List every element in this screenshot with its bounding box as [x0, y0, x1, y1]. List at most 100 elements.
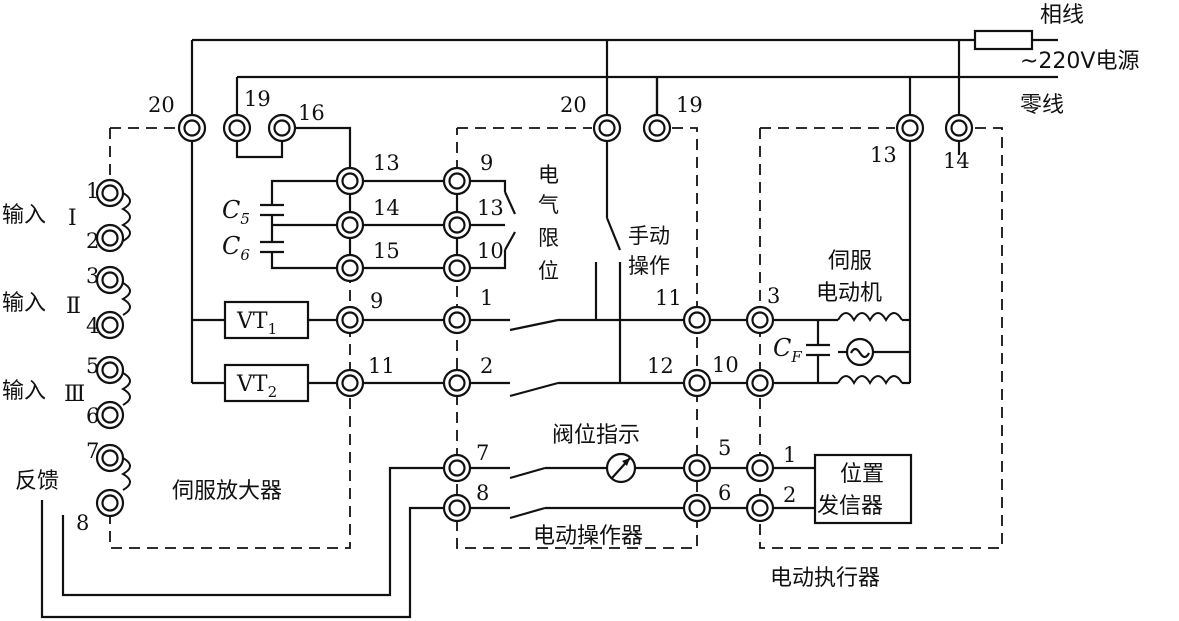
term-num-7: 7 — [86, 439, 99, 463]
terminal-op-8 — [442, 493, 472, 523]
feedback-wiring — [40, 466, 443, 619]
c6-label: C6 — [222, 232, 250, 264]
vt1-label: VT1 — [236, 309, 277, 338]
term-num-amp16: 16 — [298, 101, 325, 125]
position-transmitter-label-1: 位置 — [840, 462, 884, 487]
term-num-op12: 12 — [647, 354, 674, 378]
term-num-act2: 2 — [783, 483, 796, 507]
term-num-amp14: 14 — [373, 196, 400, 220]
terminal-op-20 — [592, 113, 622, 143]
term-num-op7: 7 — [476, 441, 489, 465]
terminal-group — [95, 113, 974, 523]
term-num-amp13: 13 — [373, 151, 400, 175]
term-num-op8: 8 — [476, 481, 489, 505]
input-coils — [120, 192, 131, 491]
term-num-amp19: 19 — [244, 87, 271, 111]
cf-label: CF — [773, 334, 802, 366]
vt2-label: VT2 — [236, 372, 277, 401]
valve-position-meter — [605, 452, 637, 484]
terminal-op-10 — [442, 253, 472, 283]
terminal-amp-20 — [177, 113, 207, 143]
term-num-2: 2 — [86, 229, 99, 253]
term-num-op10: 10 — [477, 239, 504, 263]
terminal-op-2 — [442, 368, 472, 398]
terminal-act-3 — [745, 305, 775, 335]
terminal-amp-1 — [95, 178, 125, 208]
input-2-roman: Ⅱ — [66, 294, 81, 319]
term-num-op1: 1 — [480, 286, 493, 310]
term-num-op2: 2 — [480, 354, 493, 378]
c5-label: C5 — [222, 196, 250, 228]
valve-indicator-label: 阀位指示 — [552, 423, 640, 448]
terminal-op-19 — [642, 113, 672, 143]
limit-label-3: 限 — [538, 226, 559, 250]
input-1-label: 输入 — [2, 203, 46, 228]
term-num-amp9: 9 — [370, 289, 383, 313]
servo-amplifier-enclosure — [109, 127, 351, 549]
terminal-amp-5 — [95, 355, 125, 385]
terminal-amp-19 — [222, 113, 252, 143]
term-num-act13: 13 — [870, 143, 897, 167]
position-transmitter-box — [813, 453, 913, 525]
term-num-amp11: 11 — [368, 354, 395, 378]
electric-actuator-label: 电动执行器 — [770, 566, 880, 591]
input-3-label: 输入 — [2, 379, 46, 404]
terminal-op-6 — [682, 493, 712, 523]
power-supply-label: ~220V电源 — [1020, 49, 1139, 74]
term-num-3: 3 — [86, 264, 99, 288]
terminal-op-5 — [682, 453, 712, 483]
terminal-act-10 — [745, 368, 775, 398]
term-num-op9: 9 — [480, 151, 493, 175]
terminal-numbers: 1 2 3 4 5 6 7 8 20 19 16 13 14 15 9 11 9… — [76, 87, 970, 535]
power-lines — [192, 29, 1058, 115]
position-transmitter-label-2: 发信器 — [817, 494, 883, 519]
terminal-amp-15 — [335, 253, 365, 283]
term-num-act10: 10 — [712, 353, 739, 377]
terminal-op-7 — [442, 453, 472, 483]
actuator-wiring — [710, 141, 961, 510]
manual-op-label-2: 操作 — [628, 254, 670, 278]
term-num-4: 4 — [86, 314, 99, 338]
term-num-act1: 1 — [783, 443, 796, 467]
terminal-amp-4 — [95, 310, 125, 340]
terminal-amp-9 — [335, 305, 365, 335]
terminal-op-12 — [682, 368, 712, 398]
term-num-op5: 5 — [718, 436, 731, 460]
feedback-label: 反馈 — [15, 469, 59, 494]
operator-enclosure — [456, 127, 698, 549]
phase-line-label: 相线 — [1040, 3, 1084, 28]
term-num-1: 1 — [86, 179, 99, 203]
neutral-line-label: 零线 — [1020, 93, 1064, 118]
terminal-amp-14 — [335, 210, 365, 240]
terminal-act-13 — [895, 113, 925, 143]
term-num-op11: 11 — [655, 286, 682, 310]
term-num-op19: 19 — [676, 93, 703, 117]
terminal-op-1 — [442, 305, 472, 335]
terminal-amp-7 — [95, 443, 125, 473]
electric-operator-label: 电动操作器 — [533, 524, 643, 549]
terminal-act-14 — [944, 113, 974, 143]
vt2-box — [223, 363, 310, 403]
term-num-op20: 20 — [560, 93, 587, 117]
term-num-5: 5 — [86, 354, 99, 378]
term-num-op6: 6 — [718, 481, 731, 505]
input-3-roman: Ⅲ — [64, 382, 85, 407]
limit-label-1: 电 — [538, 163, 559, 187]
terminal-op-11 — [682, 305, 712, 335]
term-num-6: 6 — [86, 404, 99, 428]
amplifier-wiring — [190, 40, 443, 385]
operator-wiring — [455, 77, 683, 520]
vt1-box — [223, 300, 310, 340]
terminal-amp-13 — [335, 166, 365, 196]
term-num-act14: 14 — [943, 149, 970, 173]
terminal-act-1 — [745, 453, 775, 483]
terminal-op-13 — [442, 210, 472, 240]
term-num-amp20: 20 — [148, 93, 175, 117]
terminal-amp-6 — [95, 400, 125, 430]
actuator-enclosure — [759, 127, 1003, 549]
term-num-8: 8 — [76, 511, 89, 535]
term-num-op13: 13 — [477, 196, 504, 220]
servo-motor-label-1: 伺服 — [828, 249, 872, 274]
limit-label-2: 气 — [538, 193, 559, 217]
term-num-act3: 3 — [767, 284, 780, 308]
